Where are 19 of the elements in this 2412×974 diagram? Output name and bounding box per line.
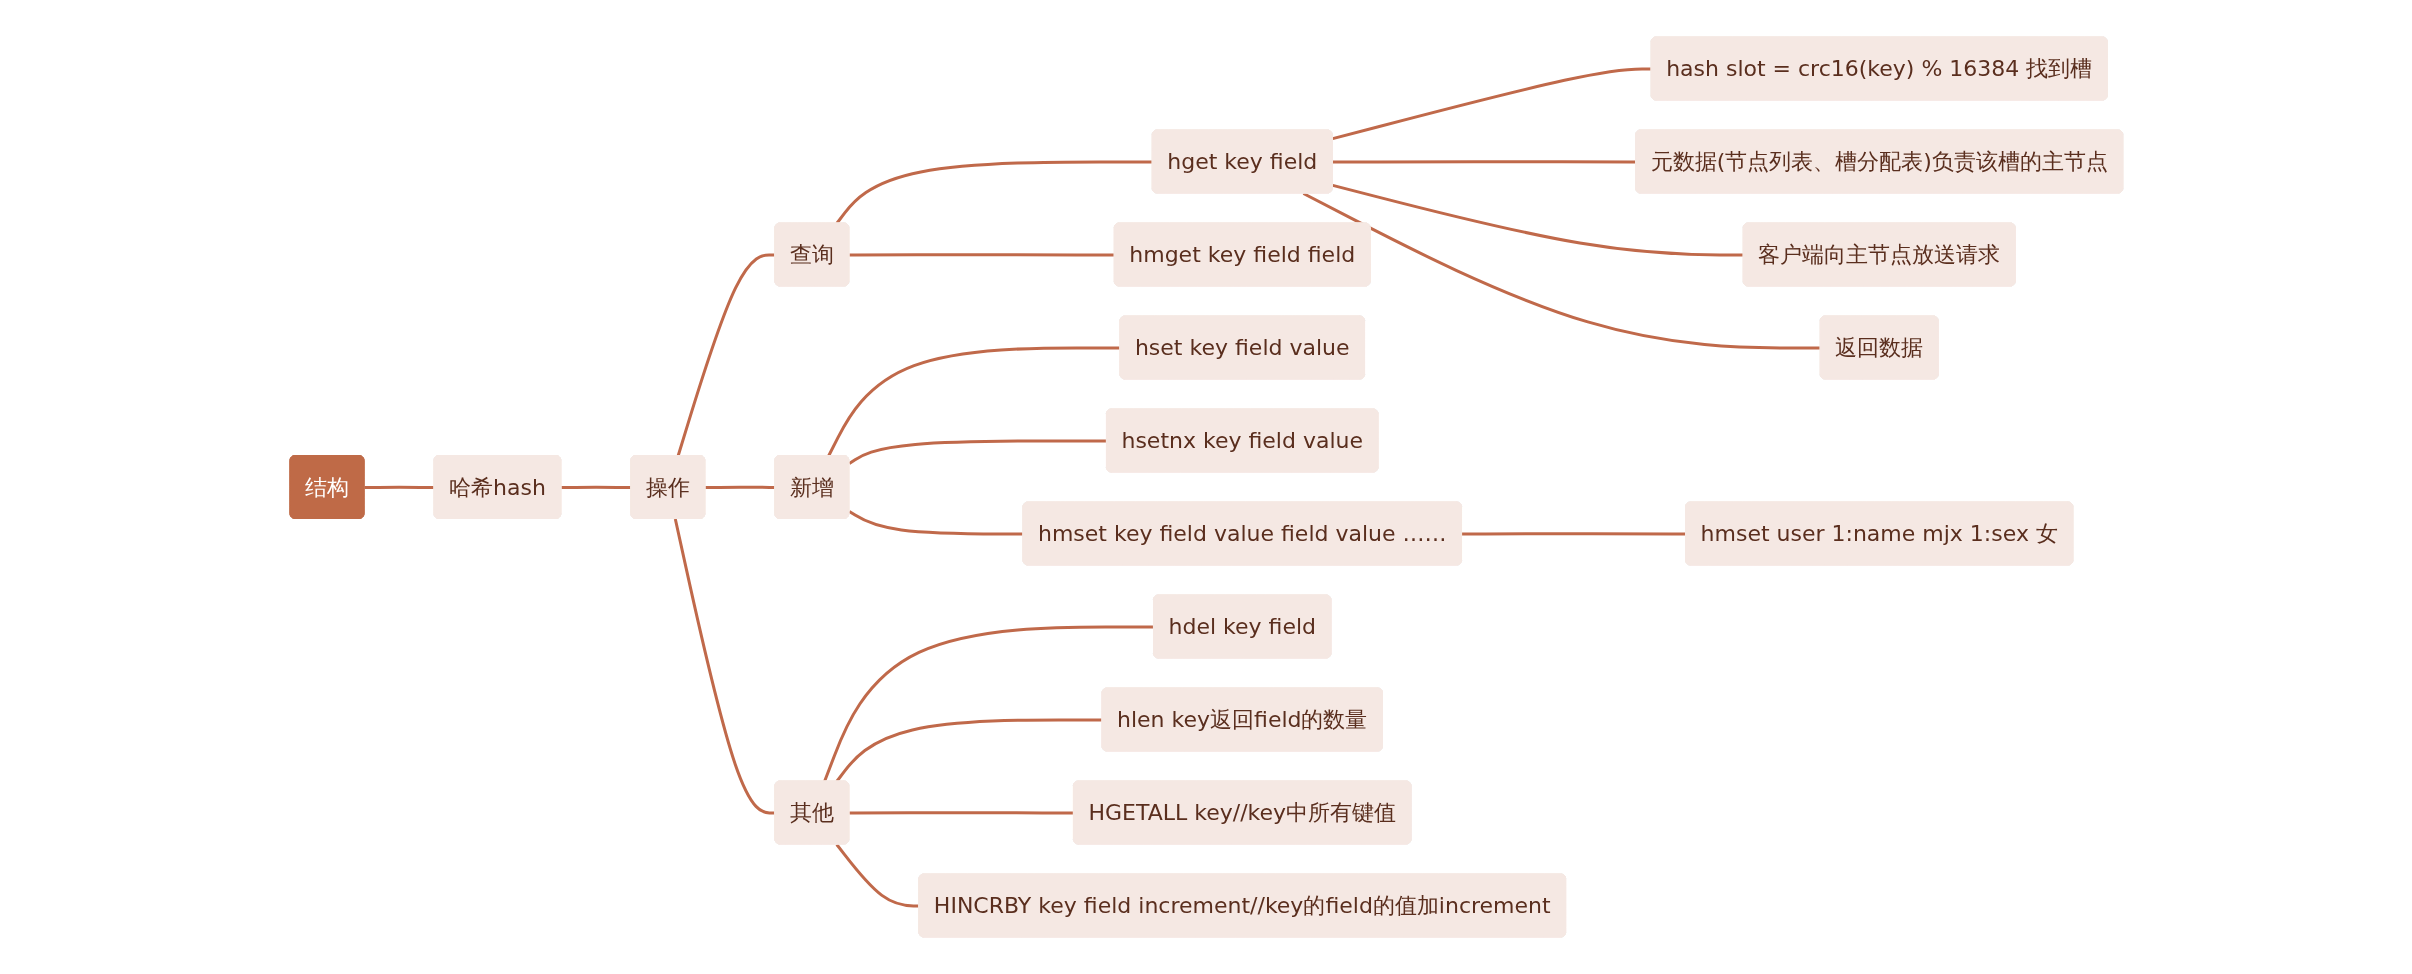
connector: [1332, 67, 1652, 141]
connector: [835, 718, 1103, 783]
connector: [1461, 532, 1686, 536]
connector: [848, 510, 1024, 536]
connector: [848, 439, 1107, 465]
connector: [560, 485, 631, 489]
connector: [848, 811, 1074, 815]
connector: [835, 843, 919, 908]
connector: [704, 485, 775, 489]
connector: [822, 625, 1154, 783]
connector: [826, 346, 1121, 457]
connector: [1302, 192, 1821, 350]
connector: [676, 253, 775, 457]
connector: [673, 518, 775, 815]
connector: [848, 253, 1115, 257]
connector: [1332, 183, 1744, 257]
connector: [835, 160, 1153, 225]
connector: [364, 485, 435, 489]
connector: [1332, 160, 1636, 164]
